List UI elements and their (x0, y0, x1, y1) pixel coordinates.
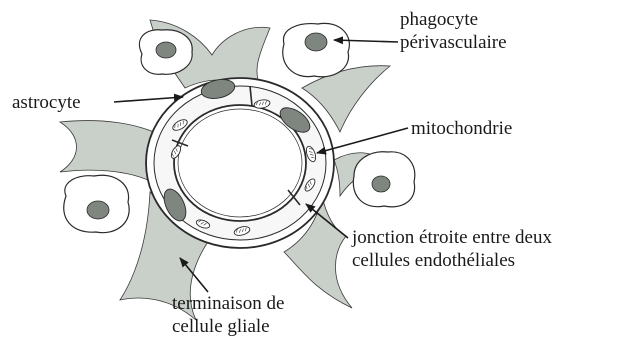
capillary (146, 77, 334, 248)
label-astrocyte: astrocyte (12, 91, 81, 114)
nucleus-left (87, 201, 109, 219)
label-jonction-line1: jonction étroite entre deux (352, 226, 552, 249)
nucleus-right (372, 176, 390, 192)
label-jonction-etroite: jonction étroite entre deux cellules end… (352, 226, 552, 272)
nucleus-top-right (305, 33, 327, 51)
nucleus-top-left (156, 42, 176, 58)
label-terminaison-line2: cellule gliale (172, 315, 284, 338)
label-terminaison-gliale: terminaison de cellule gliale (172, 292, 284, 338)
label-terminaison-line1: terminaison de (172, 292, 284, 315)
label-mitochondrie: mitochondrie (411, 117, 512, 140)
label-phagocyte-line1: phagocyte (400, 8, 507, 31)
label-jonction-line2: cellules endothéliales (352, 249, 552, 272)
label-phagocyte-perivasculaire: phagocyte périvasculaire (400, 8, 507, 54)
arrow-astrocyte (114, 97, 183, 102)
label-phagocyte-line2: périvasculaire (400, 31, 507, 54)
